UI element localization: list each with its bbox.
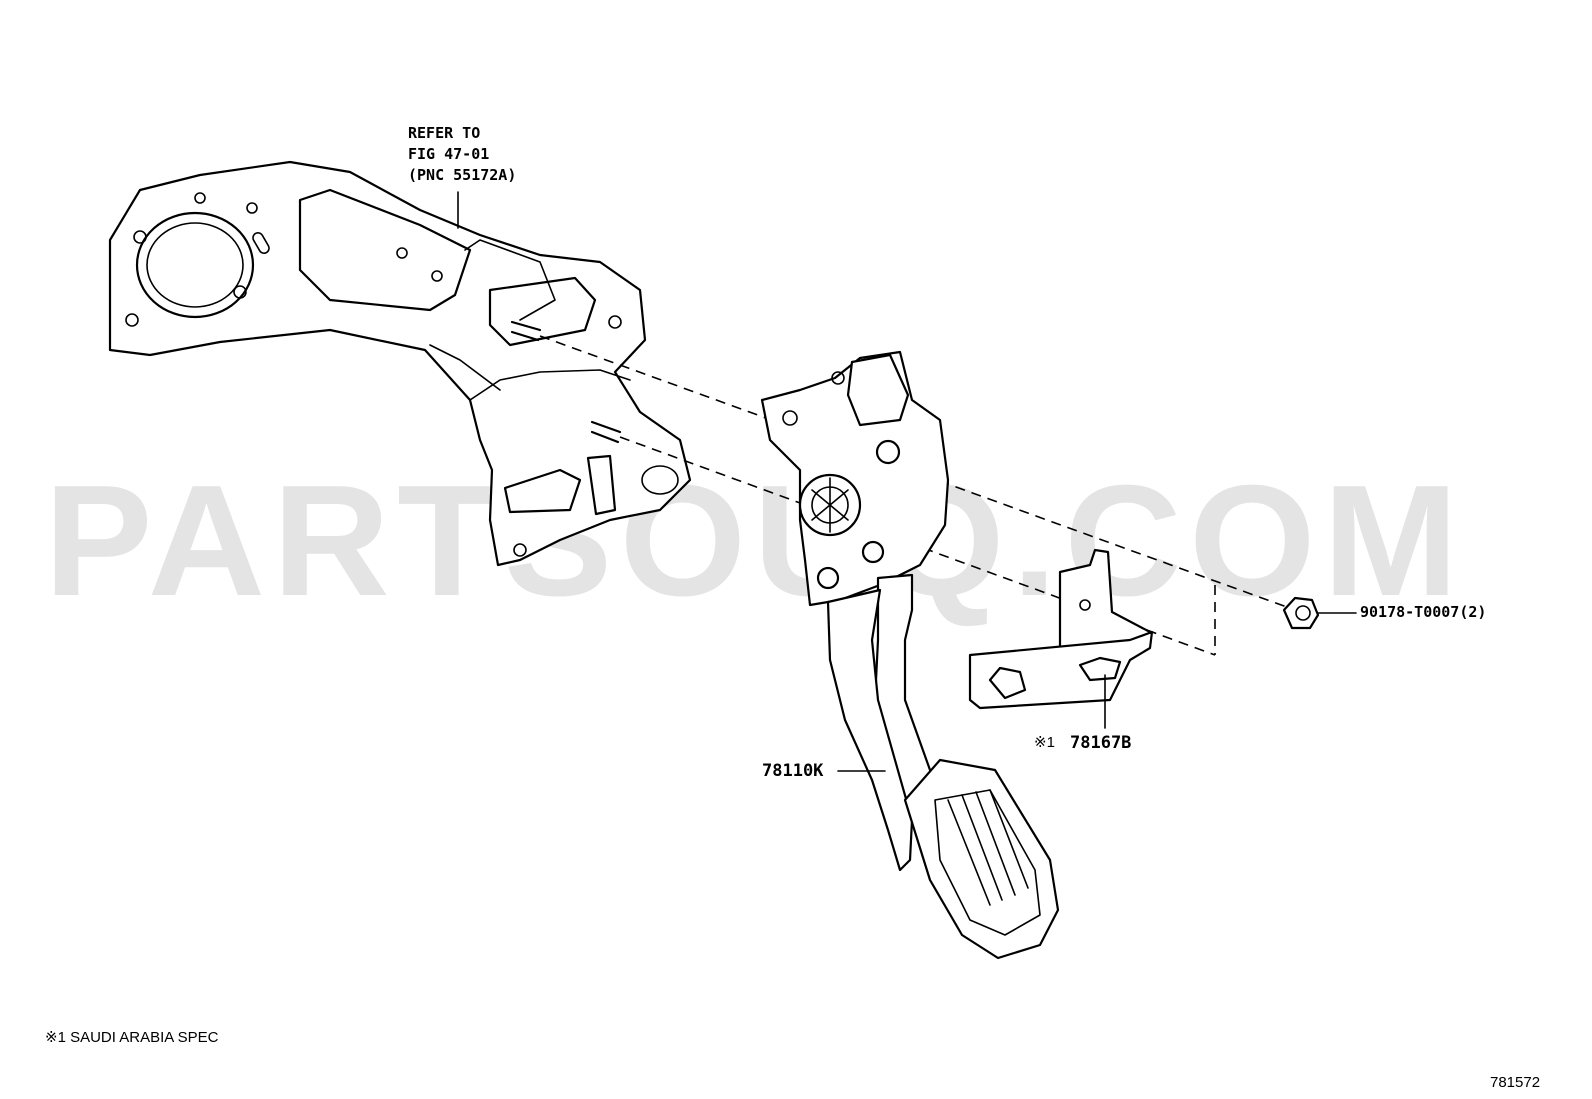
refer-fig-text: FIG 47-01 bbox=[408, 145, 490, 163]
bracket-part-number[interactable]: 78167B bbox=[1070, 733, 1132, 753]
mounting-bracket-drawing bbox=[108, 160, 692, 567]
watermark-text: PARTSOUQ.COM bbox=[44, 453, 1466, 629]
nut-drawing bbox=[1282, 596, 1357, 630]
refer-pnc-text: (PNC 55172A) bbox=[408, 166, 517, 184]
bracket-spec-mark: ※1 bbox=[1034, 734, 1055, 751]
refer-to-text: REFER TO bbox=[408, 124, 481, 142]
pedal-part-number[interactable]: 78110K bbox=[762, 761, 824, 781]
footnote-text: ※1 SAUDI ARABIA SPEC bbox=[45, 1029, 219, 1046]
illustration-number: 781572 bbox=[1490, 1074, 1541, 1091]
bracket-78167b-drawing bbox=[968, 548, 1154, 729]
nut-part-number[interactable]: 90178-T0007(2) bbox=[1360, 603, 1487, 621]
pedal-assembly-drawing bbox=[760, 350, 1060, 960]
